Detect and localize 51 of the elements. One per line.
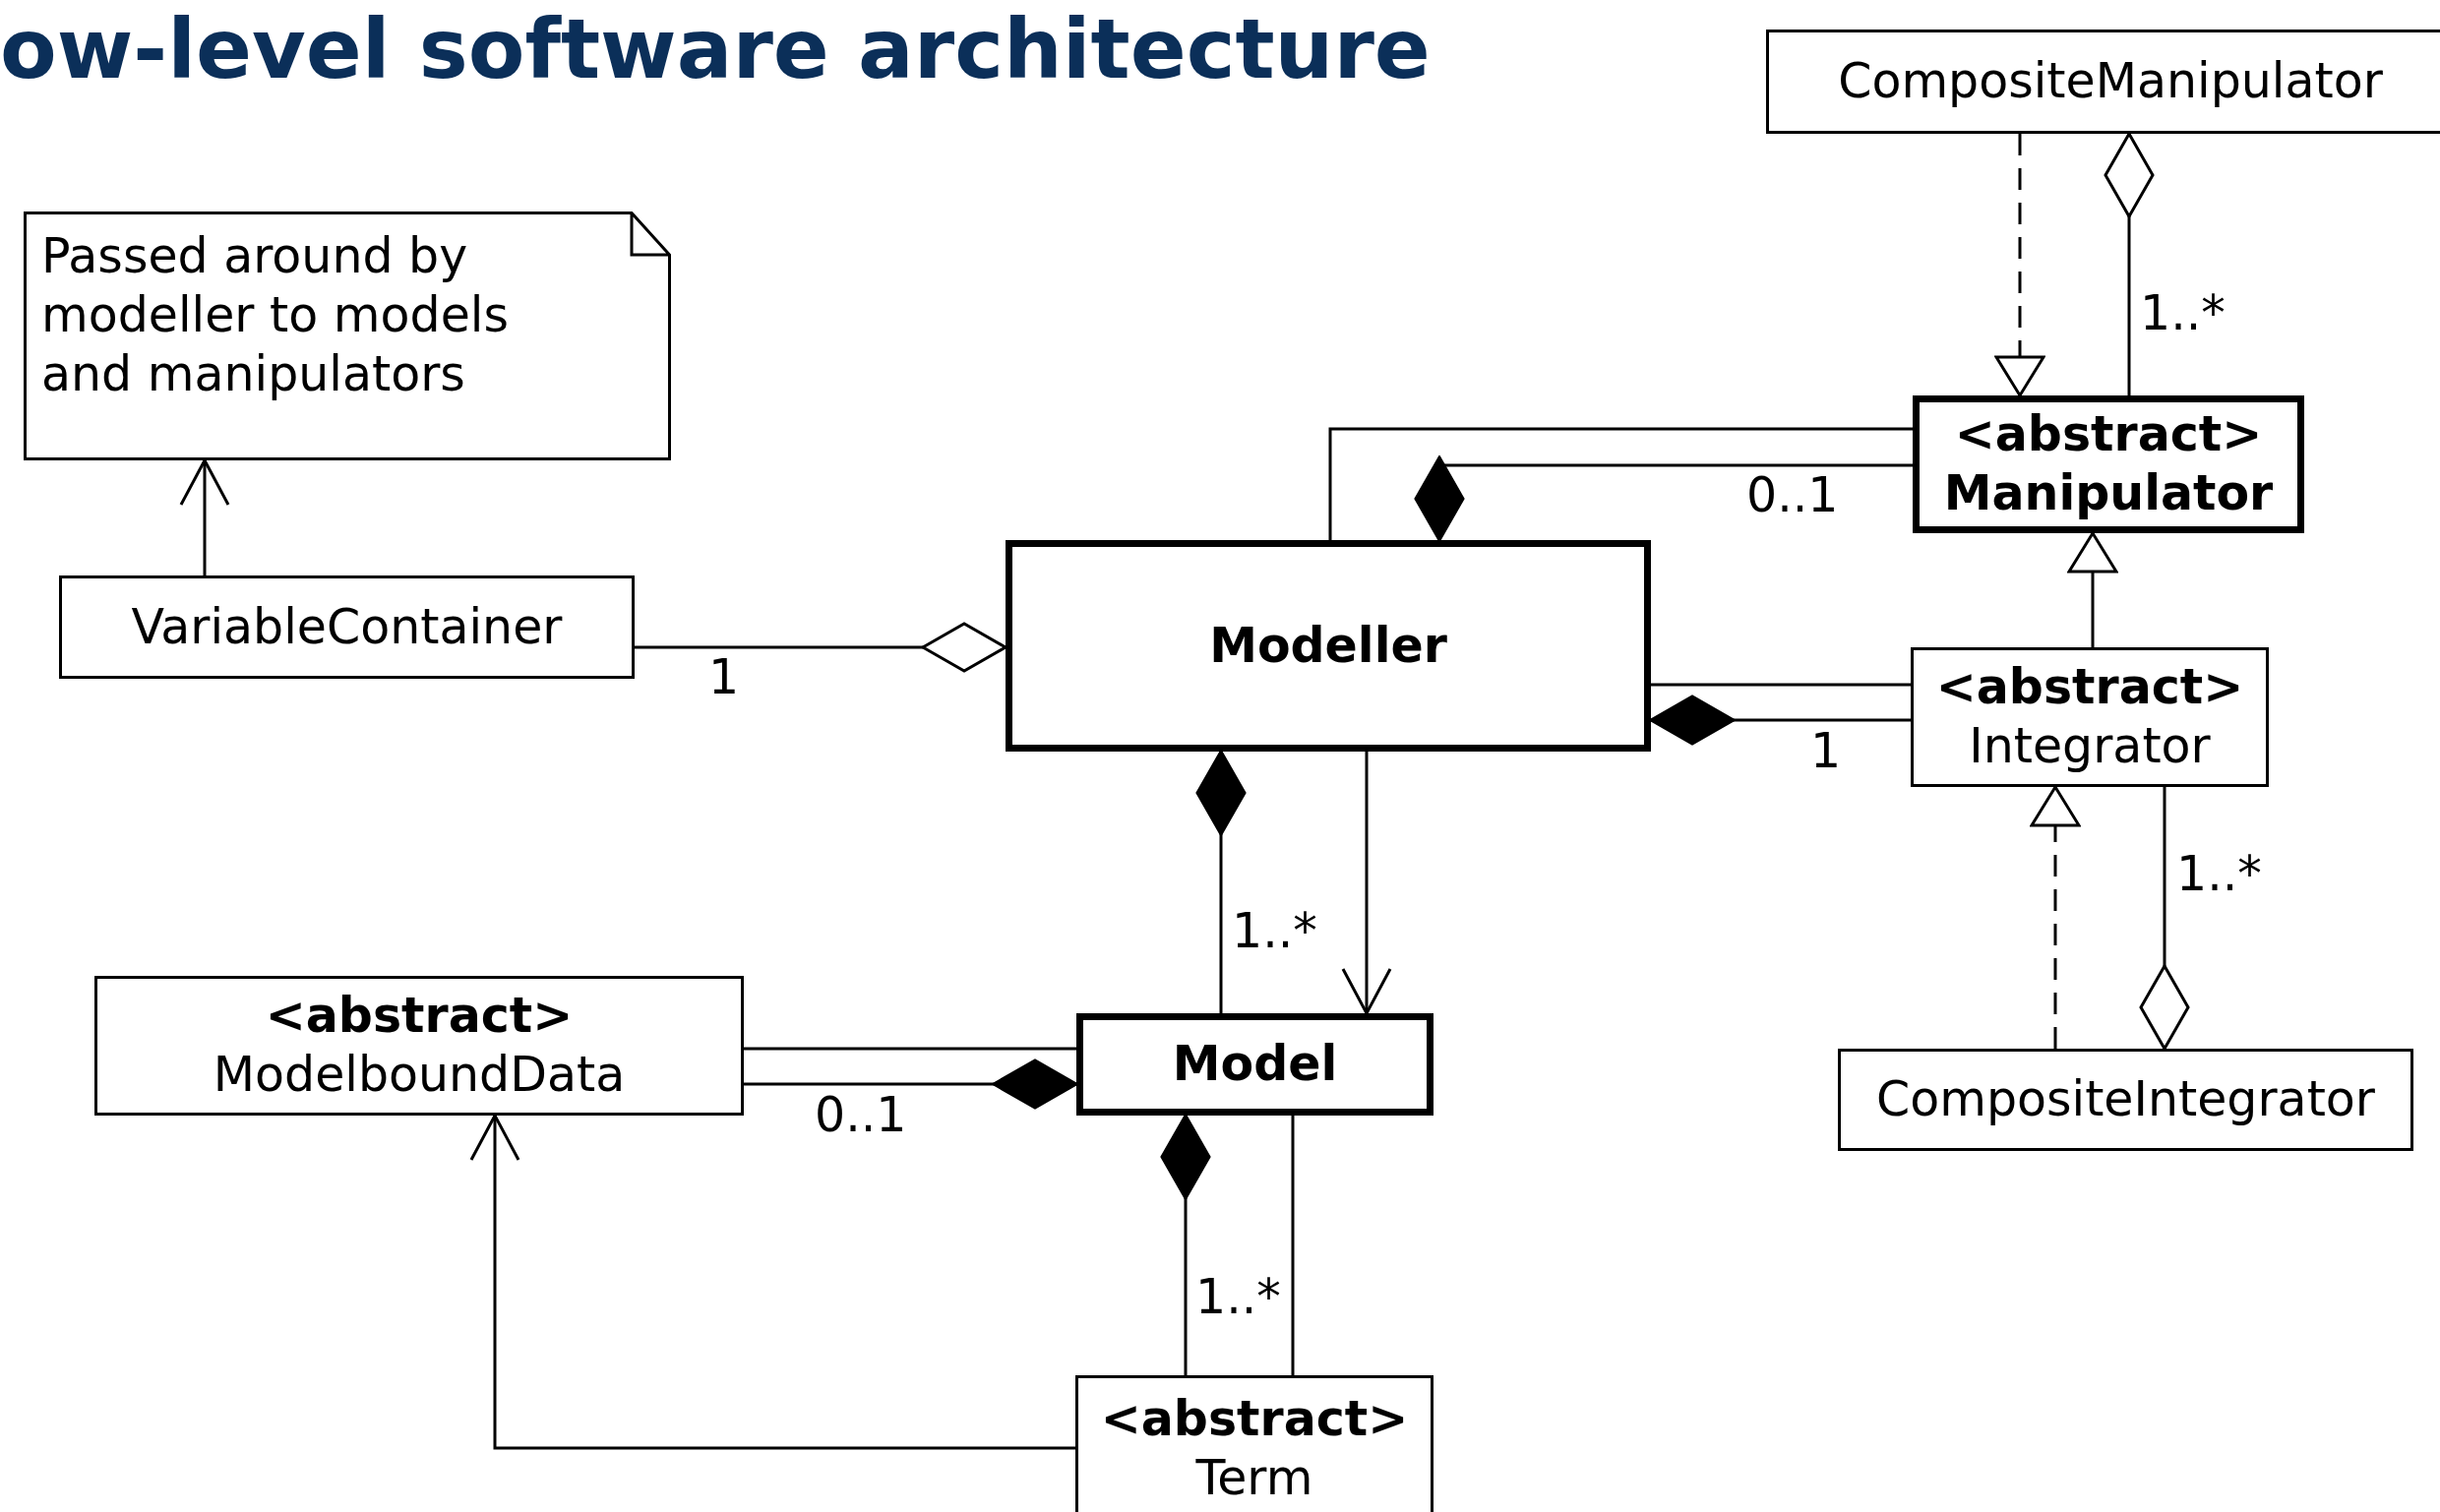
composition-line	[1414, 455, 1913, 542]
note-text: Passed around by modeller to models and manipulators	[41, 227, 510, 404]
class-name: CompositeManipulator	[1838, 52, 2383, 111]
composition-line	[1160, 1114, 1211, 1375]
class-box	[1766, 30, 2440, 134]
class-name: Manipulator	[1943, 464, 2274, 523]
class-box	[1006, 540, 1651, 752]
multiplicity-label: 1..*	[1195, 1269, 1281, 1326]
class-box	[1911, 647, 2269, 787]
generalization-arrow	[2030, 785, 2081, 1049]
association-line	[1328, 427, 1913, 540]
multiplicity-label: 1..*	[2140, 285, 2226, 342]
multiplicity-label: 0..1	[1746, 467, 1839, 524]
association-line	[1291, 1116, 1295, 1375]
stereotype-label: <abstract>	[1935, 658, 2244, 717]
dependency-arrow	[469, 1114, 1075, 1450]
stereotype-label: <abstract>	[1954, 405, 2263, 464]
aggregation-line	[635, 622, 1007, 673]
title: ow-level software architecture	[0, 0, 1431, 98]
association-line	[1651, 683, 1911, 687]
generalization-arrow	[1994, 134, 2045, 397]
multiplicity-label: 1..*	[1232, 903, 1317, 960]
aggregation-line	[2139, 787, 2190, 1051]
class-name: Term	[1195, 1449, 1313, 1508]
generalization-arrow	[2067, 531, 2118, 647]
stereotype-label: <abstract>	[1100, 1390, 1409, 1449]
composition-line	[1649, 695, 1911, 746]
class-name: Integrator	[1969, 717, 2211, 776]
multiplicity-label: 0..1	[815, 1087, 907, 1144]
aggregation-line	[2104, 132, 2155, 395]
multiplicity-label: 1..*	[2176, 846, 2262, 903]
class-box	[59, 575, 635, 679]
association-line	[744, 1047, 1076, 1051]
class-name: CompositeIntegrator	[1876, 1070, 2375, 1129]
stereotype-label: <abstract>	[265, 987, 574, 1046]
class-box	[1076, 1013, 1434, 1116]
class-box	[94, 976, 744, 1116]
dependency-arrow	[1341, 752, 1392, 1015]
composition-line	[1195, 750, 1247, 1013]
class-name: Modeller	[1209, 616, 1447, 676]
class-name: ModelboundData	[213, 1046, 626, 1105]
composition-line	[744, 1058, 1078, 1110]
class-box	[1838, 1049, 2413, 1151]
multiplicity-label: 1	[708, 649, 740, 706]
class-name: Model	[1172, 1035, 1338, 1094]
class-name: VariableContainer	[131, 597, 563, 657]
class-box	[1913, 395, 2304, 533]
dependency-arrow	[179, 458, 230, 575]
class-box	[1075, 1375, 1434, 1512]
multiplicity-label: 1	[1810, 723, 1842, 780]
note	[24, 212, 671, 460]
